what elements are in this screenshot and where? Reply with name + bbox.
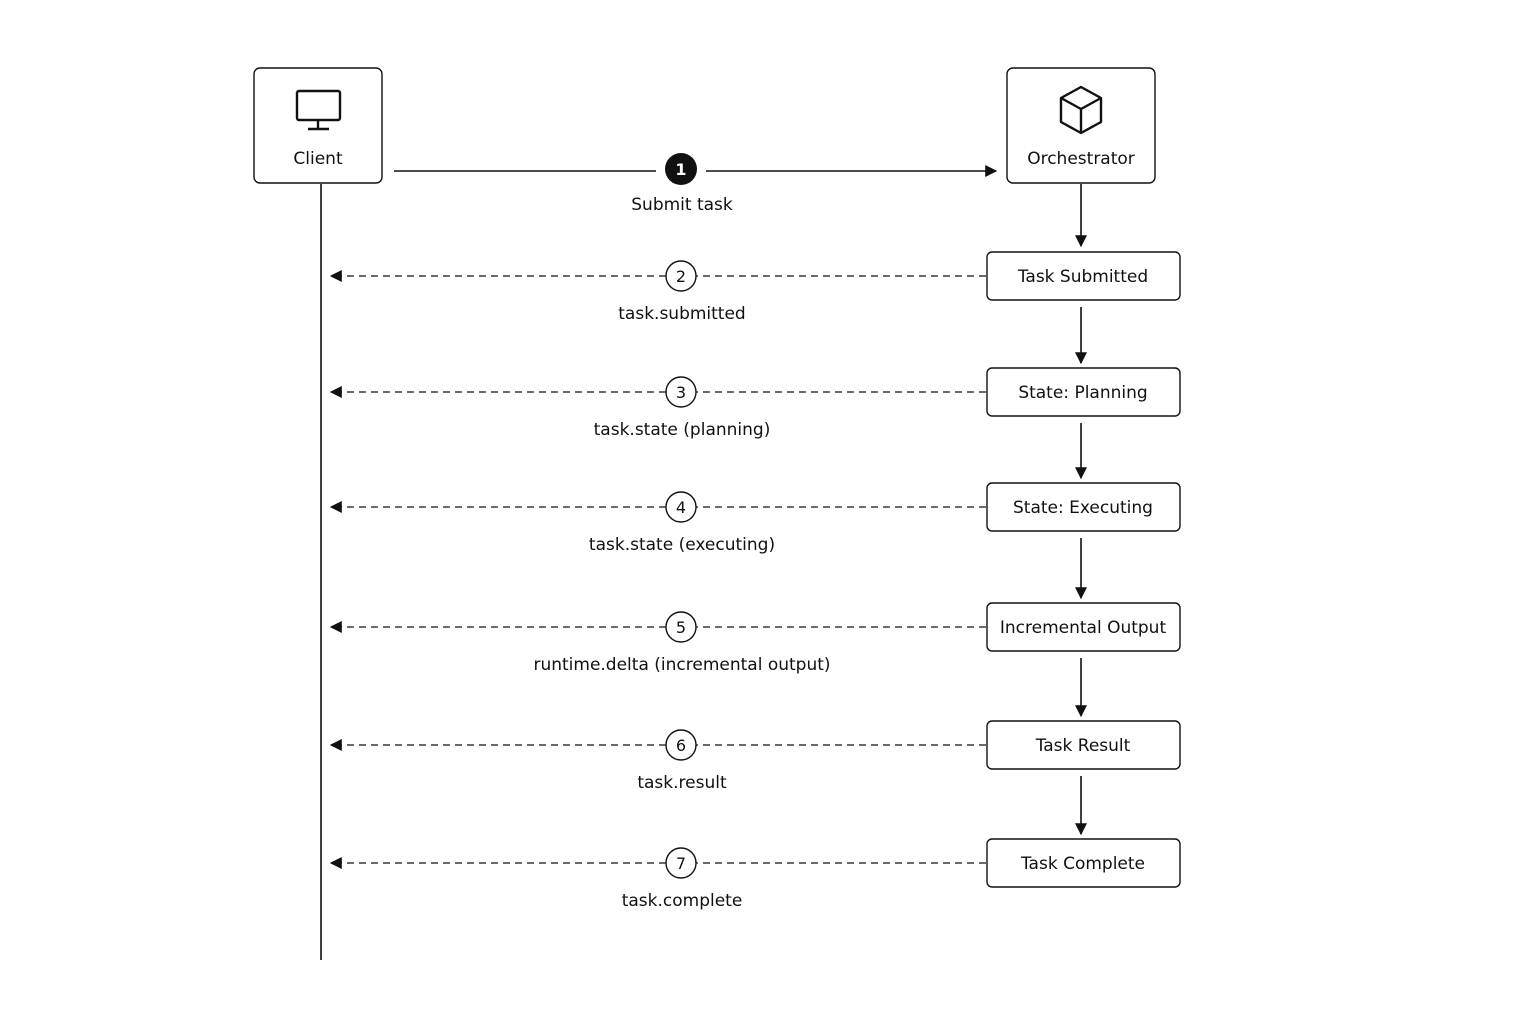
orchestrator-label: Orchestrator: [1027, 149, 1135, 169]
client-label: Client: [293, 149, 343, 169]
state-label: State: Executing: [1013, 498, 1153, 518]
state-label: State: Planning: [1018, 383, 1147, 403]
state-box: [986, 602, 1181, 652]
step-number: 5: [676, 618, 686, 637]
state-label: Task Submitted: [1017, 267, 1148, 287]
orchestrator-actor: Orchestrator: [1006, 67, 1156, 184]
step-number: 2: [676, 267, 686, 286]
state-box: [986, 482, 1181, 532]
state-label: Incremental Output: [1000, 618, 1167, 638]
client-actor: Client: [253, 67, 383, 184]
request-label: Submit task: [631, 195, 733, 215]
state-box: [986, 838, 1181, 888]
step-number: 4: [676, 498, 686, 517]
event-label: task.state (planning): [594, 420, 771, 440]
step-number-1: 1: [675, 160, 686, 179]
state-box: [986, 720, 1181, 770]
event-label: task.result: [637, 773, 727, 793]
request-message: 1 Submit task: [394, 153, 998, 215]
step-number: 3: [676, 383, 686, 402]
state-node: Task Submitted: [986, 251, 1181, 301]
state-node: Task Complete: [986, 838, 1181, 888]
event-label: runtime.delta (incremental output): [533, 655, 830, 675]
event-label: task.submitted: [618, 304, 745, 324]
step-marker: [665, 376, 697, 408]
state-label: Task Result: [1035, 736, 1131, 756]
step-marker: [665, 611, 697, 643]
state-label: Task Complete: [1020, 854, 1145, 874]
event-message: 6 task.result: [329, 729, 986, 793]
event-messages: 2 task.submitted 3 task.state (planning) 4 ta…: [329, 260, 986, 911]
step-marker: [665, 729, 697, 761]
state-box: [986, 367, 1181, 417]
event-message: 7 task.complete: [329, 847, 986, 911]
step-marker-1: [665, 153, 697, 185]
event-message: 5 runtime.delta (incremental output): [329, 611, 986, 675]
step-number: 6: [676, 736, 686, 755]
state-box: [986, 251, 1181, 301]
step-number: 7: [676, 854, 686, 873]
event-label: task.complete: [622, 891, 743, 911]
state-node: State: Executing: [986, 482, 1181, 532]
event-message: 4 task.state (executing): [329, 491, 986, 555]
step-marker: [665, 260, 697, 292]
event-label: task.state (executing): [589, 535, 775, 555]
state-node: Incremental Output: [986, 602, 1181, 652]
step-marker: [665, 491, 697, 523]
cube-icon: [1059, 85, 1103, 135]
state-node: State: Planning: [986, 367, 1181, 417]
state-node: Task Result: [986, 720, 1181, 770]
step-marker: [665, 847, 697, 879]
event-message: 2 task.submitted: [329, 260, 986, 324]
monitor-icon: [295, 89, 342, 131]
event-message: 3 task.state (planning): [329, 376, 986, 440]
